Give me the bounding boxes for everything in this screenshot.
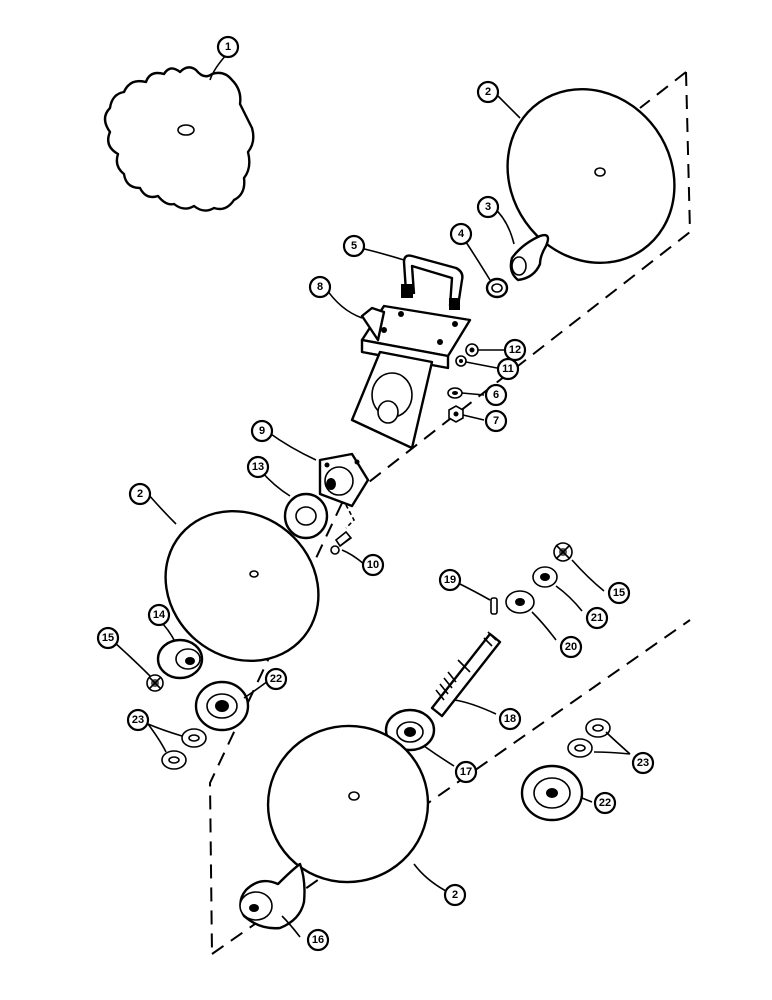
bushing-washer <box>485 277 509 299</box>
svg-text:22: 22 <box>599 797 611 809</box>
svg-text:15: 15 <box>613 587 625 599</box>
svg-text:23: 23 <box>637 757 649 769</box>
washers-part-23-left <box>161 728 207 770</box>
spacer-part-14 <box>156 638 204 680</box>
callout-2-lower: 2 <box>443 883 467 907</box>
callout-5: 5 <box>342 234 366 258</box>
callout-23-right: 23 <box>631 751 655 775</box>
svg-text:10: 10 <box>367 559 379 571</box>
spool-bell-upper <box>509 233 550 282</box>
plain-disc-upper <box>506 87 676 265</box>
callout-14: 14 <box>147 603 171 627</box>
svg-text:8: 8 <box>317 281 323 293</box>
cup-part-22-right <box>520 764 584 822</box>
callout-23-left: 23 <box>126 708 150 732</box>
callout-2-upper: 2 <box>476 80 500 104</box>
plain-disc-lower <box>266 724 430 884</box>
castle-nut-left <box>146 674 164 692</box>
callout-2-middle: 2 <box>128 482 152 506</box>
plain-disc-middle <box>164 509 320 663</box>
callout-15-left: 15 <box>96 626 120 650</box>
callout-11: 11 <box>496 357 520 381</box>
callout-16: 16 <box>306 928 330 952</box>
callout-6: 6 <box>484 383 508 407</box>
nut-part-7 <box>448 405 464 423</box>
lock-washer-part-11 <box>455 355 467 367</box>
svg-text:15: 15 <box>102 632 114 644</box>
svg-text:2: 2 <box>137 488 143 500</box>
mounting-bracket <box>350 304 472 450</box>
hub-part-17 <box>384 708 436 752</box>
callout-19: 19 <box>438 568 462 592</box>
washer-part-21 <box>532 566 558 588</box>
callout-12: 12 <box>503 338 527 362</box>
svg-text:19: 19 <box>444 574 456 586</box>
svg-text:2: 2 <box>485 86 491 98</box>
svg-text:13: 13 <box>252 461 264 473</box>
callout-21: 21 <box>585 606 609 630</box>
callout-10: 10 <box>361 553 385 577</box>
svg-text:14: 14 <box>153 609 166 621</box>
callout-1: 1 <box>216 35 240 59</box>
callout-15-right: 15 <box>607 581 631 605</box>
bearing-flange <box>318 452 370 529</box>
svg-text:9: 9 <box>259 425 265 437</box>
svg-text:6: 6 <box>493 389 499 401</box>
washers-part-23-right <box>567 718 611 758</box>
svg-text:22: 22 <box>270 673 282 685</box>
callout-8: 8 <box>308 275 332 299</box>
pin-part-19 <box>490 597 498 615</box>
washer-part-20 <box>505 590 535 614</box>
spool-bell-lower <box>239 862 306 930</box>
svg-text:20: 20 <box>565 641 577 653</box>
castle-nut-right <box>553 542 573 562</box>
bearing-part-13 <box>283 492 329 540</box>
callout-9: 9 <box>250 419 274 443</box>
svg-text:5: 5 <box>351 240 357 252</box>
callout-13: 13 <box>246 455 270 479</box>
svg-text:12: 12 <box>509 344 521 356</box>
callout-4: 4 <box>449 222 473 246</box>
svg-text:16: 16 <box>312 934 324 946</box>
washer-part-6 <box>447 387 463 399</box>
svg-text:11: 11 <box>502 363 514 375</box>
svg-text:18: 18 <box>504 713 516 725</box>
svg-text:23: 23 <box>132 714 144 726</box>
nut-part-12 <box>465 343 479 357</box>
u-bolt <box>401 254 464 310</box>
bolt-part-10 <box>330 530 353 555</box>
callout-18: 18 <box>498 707 522 731</box>
callout-17: 17 <box>454 760 478 784</box>
axle-shaft <box>430 631 502 718</box>
assembly-boundary-dashed <box>208 71 692 955</box>
svg-text:17: 17 <box>460 766 472 778</box>
callout-3: 3 <box>476 195 500 219</box>
callout-22-right: 22 <box>593 791 617 815</box>
svg-text:3: 3 <box>485 201 491 213</box>
svg-text:1: 1 <box>225 41 231 53</box>
notched-disc-blade <box>103 66 255 212</box>
cup-part-22-left <box>194 680 250 732</box>
svg-text:2: 2 <box>452 889 458 901</box>
svg-text:21: 21 <box>591 612 603 624</box>
svg-text:7: 7 <box>493 415 499 427</box>
callout-22-left: 22 <box>264 667 288 691</box>
callout-7: 7 <box>484 409 508 433</box>
svg-text:4: 4 <box>458 228 465 240</box>
callout-20: 20 <box>559 635 583 659</box>
